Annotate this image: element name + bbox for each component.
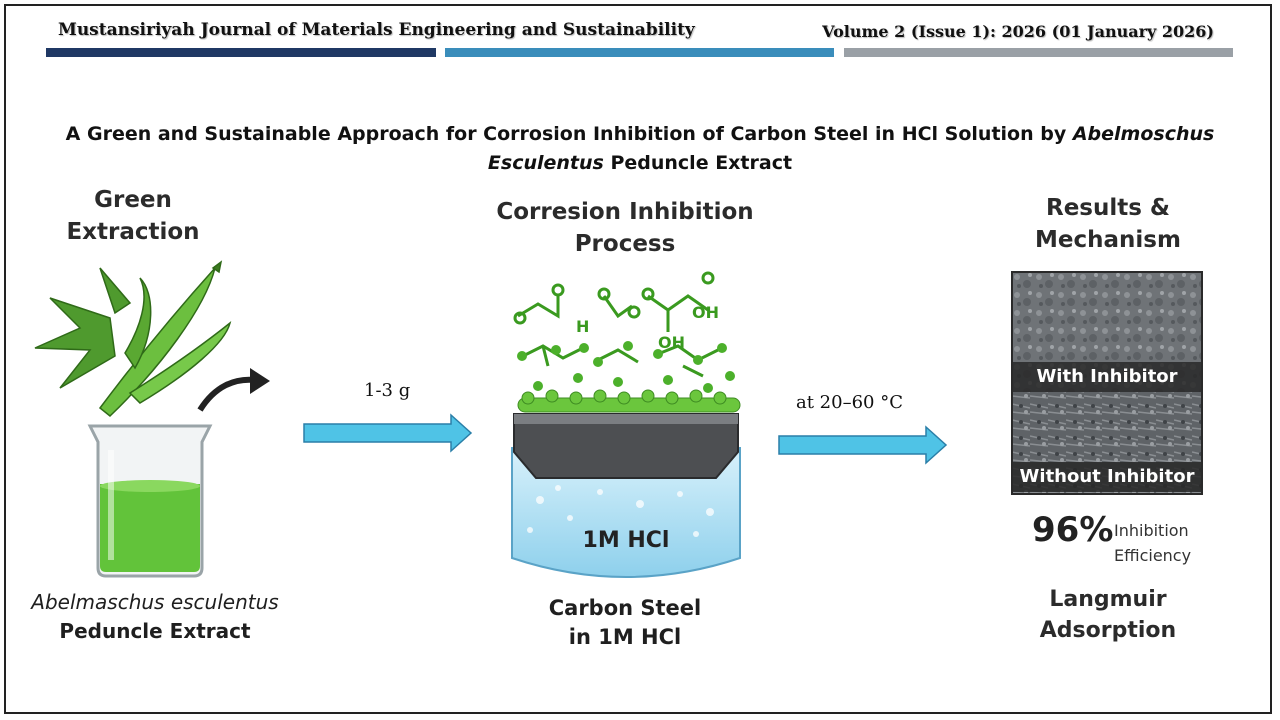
right-header-line1: Results &: [1045, 195, 1170, 221]
efficiency-label: Inhibition Efficiency: [1114, 518, 1191, 568]
arrow2-label: at 20–60 °C: [796, 392, 903, 413]
beaker-with-extract: [87, 424, 213, 578]
journal-name: Mustansiriyah Journal of Materials Engin…: [58, 20, 695, 40]
process-arrow-2: [778, 425, 948, 465]
svg-text:H: H: [576, 317, 589, 336]
efficiency-label-line2: Efficiency: [1114, 546, 1192, 565]
middle-header-line2: Process: [574, 231, 676, 257]
without-inhibitor-label: Without Inhibitor: [1013, 462, 1201, 492]
right-header: Results & Mechanism: [1004, 192, 1212, 256]
figure-frame: [4, 4, 1272, 714]
process-arrow-1: [303, 413, 473, 453]
species-name: Abelmaschus esculentus: [31, 590, 279, 614]
inhibitor-molecules: H OH OH: [513, 271, 741, 413]
volume-info: Volume 2 (Issue 1): 2026 (01 January 202…: [822, 22, 1214, 41]
left-caption: Abelmaschus esculentus Peduncle Extract: [30, 588, 280, 646]
header-bar-navy: [46, 48, 436, 57]
right-caption-line2: Adsorption: [1039, 618, 1177, 643]
header-bar-gray: [844, 48, 1233, 57]
efficiency-label-line1: Inhibition: [1114, 521, 1189, 540]
middle-header-line1: Corresion Inhibition: [496, 199, 754, 225]
left-header-line2: Extraction: [66, 219, 200, 245]
title-part1: A Green and Sustainable Approach for Cor…: [65, 123, 1073, 145]
left-header: Green Extraction: [40, 184, 226, 248]
middle-caption: Carbon Steel in 1M HCl: [498, 594, 752, 652]
svg-text:OH: OH: [692, 303, 719, 322]
header-bar-blue: [445, 48, 834, 57]
with-inhibitor-label: With Inhibitor: [1013, 362, 1201, 392]
right-caption: Langmuir Adsorption: [1004, 584, 1212, 646]
svg-text:OH: OH: [658, 333, 685, 352]
middle-header: Corresion Inhibition Process: [492, 196, 758, 260]
title-italic: Abelmoschus Esculentus: [487, 123, 1215, 174]
hcl-solution-label: 1M HCl: [582, 528, 670, 553]
right-caption-line1: Langmuir: [1049, 587, 1167, 612]
left-header-line1: Green: [94, 187, 172, 213]
middle-caption-line1: Carbon Steel: [548, 596, 702, 620]
adsorbed-film: [517, 389, 741, 413]
okra-pods: [98, 260, 232, 417]
figure-title: A Green and Sustainable Approach for Cor…: [20, 120, 1260, 178]
okra-illustration: [34, 260, 232, 417]
arrow1-label: 1-3 g: [364, 380, 411, 401]
middle-caption-line2: in 1M HCl: [568, 625, 682, 649]
efficiency-value: 96%: [1032, 510, 1114, 550]
curved-arrow-icon: [197, 368, 270, 412]
title-part2: Peduncle Extract: [603, 152, 793, 174]
steel-in-hcl-container: [511, 413, 741, 578]
okra-leaf: [34, 267, 132, 389]
extract-name: Peduncle Extract: [59, 619, 251, 643]
right-header-line2: Mechanism: [1035, 227, 1181, 253]
